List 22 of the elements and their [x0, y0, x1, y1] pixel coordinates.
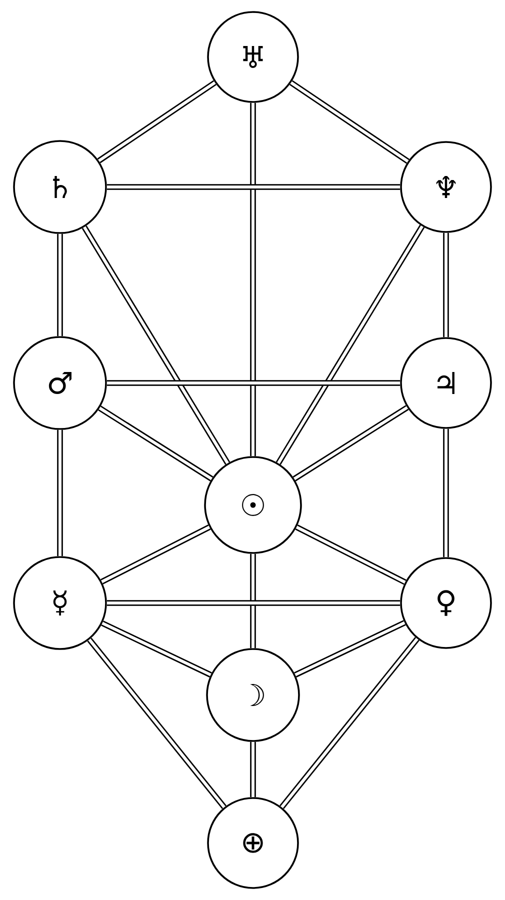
connector-line — [82, 226, 230, 465]
connector-line — [294, 620, 406, 678]
connector-line — [250, 742, 256, 798]
connector-line — [106, 184, 400, 190]
connector-line — [250, 102, 256, 456]
connector-line — [98, 406, 214, 482]
connector-line — [100, 524, 211, 584]
connector-line — [292, 405, 409, 482]
connector-line — [443, 428, 449, 558]
connector-line — [250, 554, 256, 648]
connector-line — [276, 224, 425, 465]
connector-line — [57, 234, 63, 336]
connector-line — [295, 524, 406, 585]
connector-line — [87, 638, 226, 810]
connector-line — [97, 80, 217, 164]
connector-line — [106, 600, 400, 606]
connector-line — [289, 80, 410, 164]
connector-line — [57, 430, 63, 556]
connector-line — [443, 232, 449, 338]
connector-line — [101, 620, 212, 678]
connector-line — [280, 636, 420, 810]
connector-line — [106, 380, 400, 386]
